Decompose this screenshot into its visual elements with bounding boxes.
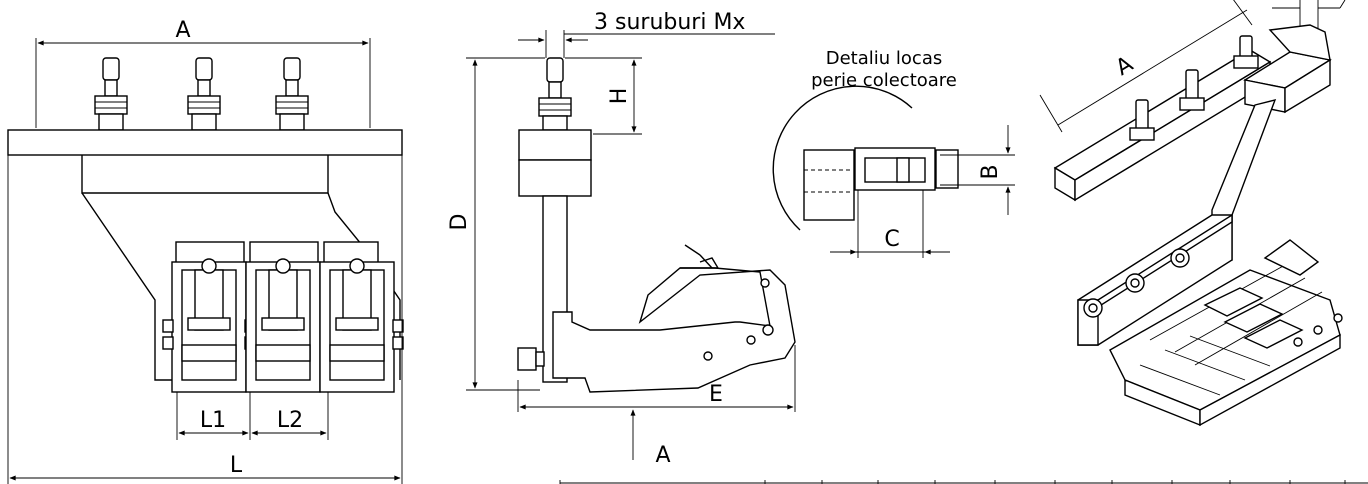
front-brush-holder-1 (162, 241, 256, 393)
front-brush-holder-3 (319, 241, 404, 393)
side-dim-d-label: D (447, 214, 472, 231)
detail-title-line1: Detaliu locas (826, 48, 942, 69)
side-bolt (517, 347, 537, 371)
detail-dim-b: B (940, 125, 1015, 215)
side-screws-label: 3 suruburi Mx (594, 10, 745, 35)
front-dim-l: L (7, 155, 403, 484)
detail-title-line2: perie colectoare (811, 70, 957, 91)
side-view: 3 suruburi Mx H D (447, 10, 796, 468)
detail-cut-arc (772, 85, 913, 231)
iso-brush-holders (1109, 239, 1343, 427)
side-holder-body (552, 267, 796, 393)
side-screws-dim: 3 suruburi Mx (518, 10, 775, 58)
front-brush-holder-2 (245, 241, 321, 393)
front-dim-l-label: L (230, 453, 243, 478)
front-top-bar (7, 129, 403, 156)
detail-dim-c: C (830, 190, 950, 258)
table-column-ticks (559, 480, 1346, 484)
side-view-arrow-label: A (655, 443, 670, 468)
side-view-arrow: A (630, 409, 671, 468)
front-dim-l2-label: L2 (277, 408, 303, 433)
side-block (518, 129, 592, 161)
detail-view: Detaliu locas perie colectoare B C (772, 48, 1015, 258)
front-view: A (7, 18, 404, 484)
side-dim-e-label: E (709, 382, 723, 407)
front-dim-l1-label: L1 (200, 408, 226, 433)
side-dim-e: E (517, 345, 796, 412)
side-dim-h-label: H (607, 88, 632, 105)
front-bar-body (81, 155, 329, 194)
front-stud-2 (187, 57, 221, 131)
front-dim-a-label: A (175, 18, 190, 43)
iso-view: A (1039, 0, 1346, 427)
front-stud-1 (94, 57, 128, 131)
front-stud-3 (275, 57, 309, 131)
detail-dim-c-label: C (884, 227, 899, 252)
front-dim-l1-l2: L1 L2 (176, 392, 329, 440)
iso-dim-a-label: A (1112, 52, 1138, 81)
detail-dim-b-label: B (978, 164, 1003, 179)
side-dim-d: D (447, 57, 545, 391)
iso-studs (1129, 35, 1259, 141)
front-dim-a: A (35, 18, 371, 128)
side-dim-h: H (565, 57, 642, 135)
side-stud-top (546, 57, 564, 83)
